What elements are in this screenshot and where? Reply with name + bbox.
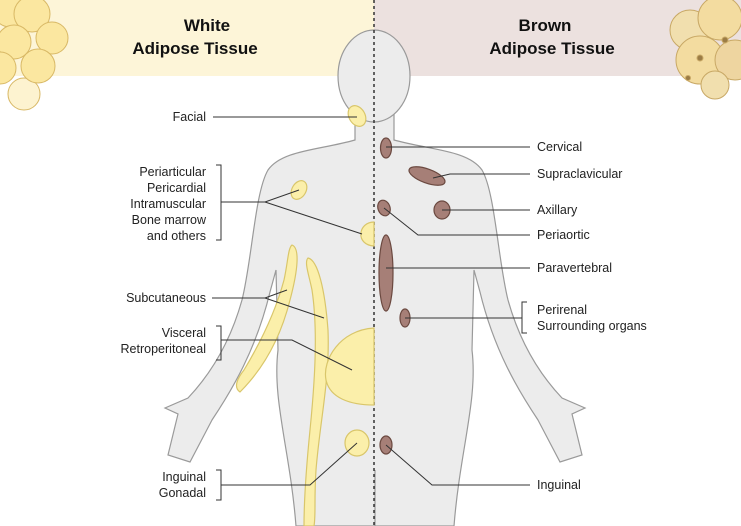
leader-lines [212, 116, 530, 501]
label-axillary: Axillary [537, 203, 578, 217]
pericardial-depot [360, 221, 375, 247]
torso-subcutaneous-depot [303, 257, 329, 526]
label-subcutaneous: Subcutaneous [126, 291, 206, 305]
white-adipocytes-icon [0, 0, 69, 111]
brown-title-line2: Adipose Tissue [489, 39, 614, 58]
human-body-silhouette [163, 29, 587, 526]
label-others: and others [147, 229, 206, 243]
cervical-depot [379, 137, 393, 159]
label-inguinal-white: Inguinal [162, 470, 206, 484]
label-intramuscular: Intramuscular [130, 197, 206, 211]
arm-subcutaneous-depot [235, 244, 298, 393]
label-cervical: Cervical [537, 140, 582, 154]
visceral-depot [324, 327, 375, 406]
facial-depot [347, 105, 367, 127]
label-facial: Facial [173, 110, 206, 124]
supraclavicular-depot [408, 166, 446, 186]
label-gonadal: Gonadal [159, 486, 206, 500]
label-perirenal: Perirenal [537, 303, 587, 317]
white-title-line2: Adipose Tissue [132, 39, 257, 58]
paravertebral-depot [378, 234, 394, 312]
label-paravertebral: Paravertebral [537, 261, 612, 275]
label-inguinal-brown: Inguinal [537, 478, 581, 492]
label-retroperitoneal: Retroperitoneal [121, 342, 206, 356]
label-surrounding-organs: Surrounding organs [537, 319, 647, 333]
label-periaortic: Periaortic [537, 228, 590, 242]
white-title-line1: White [184, 16, 230, 35]
brown-title-line1: Brown [519, 16, 572, 35]
label-periarticular: Periarticular [139, 165, 206, 179]
label-visceral: Visceral [162, 326, 206, 340]
brown-fat-depots [377, 137, 451, 455]
brown-adipocytes-icon [669, 0, 741, 100]
label-bone-marrow: Bone marrow [132, 213, 207, 227]
white-fat-depots [235, 105, 375, 526]
label-supraclavicular: Supraclavicular [537, 167, 622, 181]
label-pericardial: Pericardial [147, 181, 206, 195]
